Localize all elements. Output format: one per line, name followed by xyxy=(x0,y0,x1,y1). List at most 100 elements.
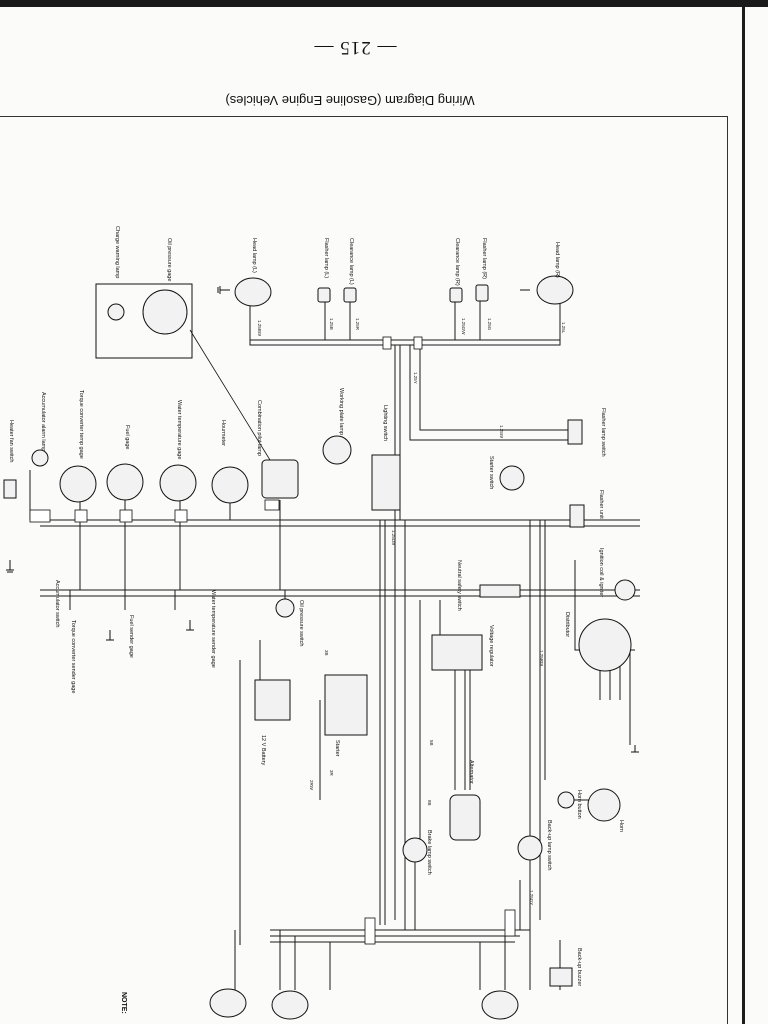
wire-labels: 1.25L 1.25G 1.25GW 1.25R 1.25B 1.25BW 1.… xyxy=(257,318,566,905)
wire-label: 1.25GW xyxy=(461,318,466,335)
label-head-lamp-l: Head lamp (L) xyxy=(251,238,257,273)
head-lamp-r xyxy=(536,275,574,305)
label-accumulator-alarm-lamp: Accumulator alarm lamp xyxy=(40,392,46,451)
wire-label: 1.25W xyxy=(499,425,504,439)
horn-button xyxy=(557,791,575,809)
label-combination-pilot-lamp: Combination pilot lamp xyxy=(256,400,262,456)
label-clearance-lamp-l: Clearance lamp (L) xyxy=(348,238,354,285)
connectors xyxy=(29,336,516,945)
label-starter-switch: Starter switch xyxy=(488,456,494,489)
wire-label: 1.25LW xyxy=(391,530,396,546)
label-torque-converter-gage: Torque converter temp gage xyxy=(78,390,84,459)
label-neutral-safety-switch: Neutral safety switch xyxy=(456,560,462,611)
wire-label: 1.25L xyxy=(561,322,566,334)
label-heater-fan-switch: Heater fan switch xyxy=(8,420,14,463)
clearance-lamp-l xyxy=(343,287,357,303)
panel-link-arrow xyxy=(189,329,271,461)
voltage-regulator xyxy=(431,634,483,671)
label-flasher-lamp-r: Flasher lamp (R) xyxy=(481,238,487,279)
label-distributor: Distributor xyxy=(564,612,570,637)
battery xyxy=(254,679,291,721)
label-charge-warning-lamp: Charge warning lamp xyxy=(114,226,120,278)
flasher-unit xyxy=(569,504,585,528)
wire-label: 1.25Y xyxy=(413,372,418,384)
label-torque-sender: Torque converter sender gage xyxy=(70,620,76,693)
label-flasher-lamp-l: Flasher lamp (L) xyxy=(323,238,329,278)
label-hourmeter: Hourmeter xyxy=(220,420,226,446)
wiring-harness xyxy=(29,290,640,990)
distributor xyxy=(578,618,632,672)
working-plate-lamp xyxy=(322,435,352,465)
component-labels: Head lamp (R) Flasher lamp (R) Clearance… xyxy=(8,226,624,986)
wire-label: 1.25GY xyxy=(529,890,534,905)
back-up-lamp xyxy=(209,988,247,1018)
ignition-coil xyxy=(614,579,636,601)
frame-right-rule xyxy=(727,116,728,1024)
torque-converter-gauge xyxy=(59,465,97,503)
label-fuel-sender: Fuel sender gage xyxy=(128,615,134,658)
rear-lamp-r xyxy=(481,990,519,1020)
label-backup-buzzer: Back-up buzzer xyxy=(576,948,582,986)
wire-label: 1.25B xyxy=(329,318,334,330)
label-alternator: Alternator xyxy=(468,760,474,784)
starter-motor xyxy=(324,674,368,736)
flasher-lamp-l xyxy=(317,287,331,303)
oil-charge-panel xyxy=(95,283,193,359)
label-working-plate-lamp: Working plate lamp xyxy=(338,388,344,435)
wire-label: 1.25RW xyxy=(539,650,544,667)
label-fuel-gage: Fuel gage xyxy=(124,425,130,449)
label-clearance-lamp-r: Clearance lamp (R) xyxy=(454,238,460,286)
backup-lamp-switch xyxy=(517,835,543,861)
wire-label: 1.25R xyxy=(355,318,360,331)
wire-label: 3R xyxy=(329,770,334,777)
label-horn: Horn xyxy=(618,820,624,832)
wire-label: 8B xyxy=(427,800,432,806)
label-horn-button: Horn button xyxy=(576,790,582,819)
flasher-lamp-switch xyxy=(567,419,583,445)
head-lamp-l xyxy=(234,277,272,307)
wire-label: 1.25G xyxy=(487,318,492,331)
accumulator-alarm-lamp xyxy=(31,449,49,467)
label-oil-pressure-switch: Oil pressure switch xyxy=(298,600,304,646)
oil-pressure-switch xyxy=(275,598,295,618)
flasher-lamp-r xyxy=(475,284,489,302)
scan-edge-top xyxy=(0,0,768,7)
combination-pilot-lamp xyxy=(261,459,299,499)
label-voltage-regulator: Voltage regulator xyxy=(488,625,494,667)
label-oil-pressure-gage: Oil pressure gage xyxy=(166,238,172,281)
oil-pressure-gauge xyxy=(142,289,188,335)
label-brake-lamp-switch: Brake lamp switch xyxy=(426,830,432,875)
charge-warning-lamp xyxy=(107,303,125,321)
lighting-switch xyxy=(371,454,401,511)
label-head-lamp-r: Head lamp (R) xyxy=(554,242,560,278)
starter-switch xyxy=(499,465,525,491)
hourmeter-gauge xyxy=(211,466,249,504)
brake-lamp-switch xyxy=(402,837,428,863)
label-water-temp-sender: Water temperature sender gage xyxy=(210,590,216,668)
note-label: NOTE: xyxy=(120,992,127,1014)
neutral-safety-switch xyxy=(479,584,521,598)
alternator xyxy=(449,794,481,841)
label-flasher-lamp-switch: Flasher lamp switch xyxy=(600,408,606,457)
backup-buzzer xyxy=(549,967,573,987)
wire-label: 2RW xyxy=(309,780,314,791)
heater-fan-switch xyxy=(3,479,17,499)
wire-label: 3B xyxy=(324,650,329,656)
fuel-gauge xyxy=(106,463,144,501)
label-water-temp-gage: Water temperature gage xyxy=(176,400,182,459)
label-backup-lamp-switch: Back-up lamp switch xyxy=(546,820,552,870)
label-flasher-unit: Flasher unit xyxy=(598,490,604,519)
frame-top-rule xyxy=(0,116,727,117)
wire-label: 5B xyxy=(429,740,434,746)
water-temp-gauge xyxy=(159,464,197,502)
label-lighting-switch: Lighting switch xyxy=(382,405,388,441)
label-starter: Starter xyxy=(334,740,340,757)
label-battery: 12 V Battery xyxy=(260,735,266,766)
horn xyxy=(587,788,621,822)
scan-edge-right xyxy=(742,7,745,1024)
clearance-lamp-r xyxy=(449,287,463,303)
wire-label: 1.25BW xyxy=(257,320,262,337)
label-ignition-coil: Ignition coil & igniter xyxy=(598,548,604,597)
